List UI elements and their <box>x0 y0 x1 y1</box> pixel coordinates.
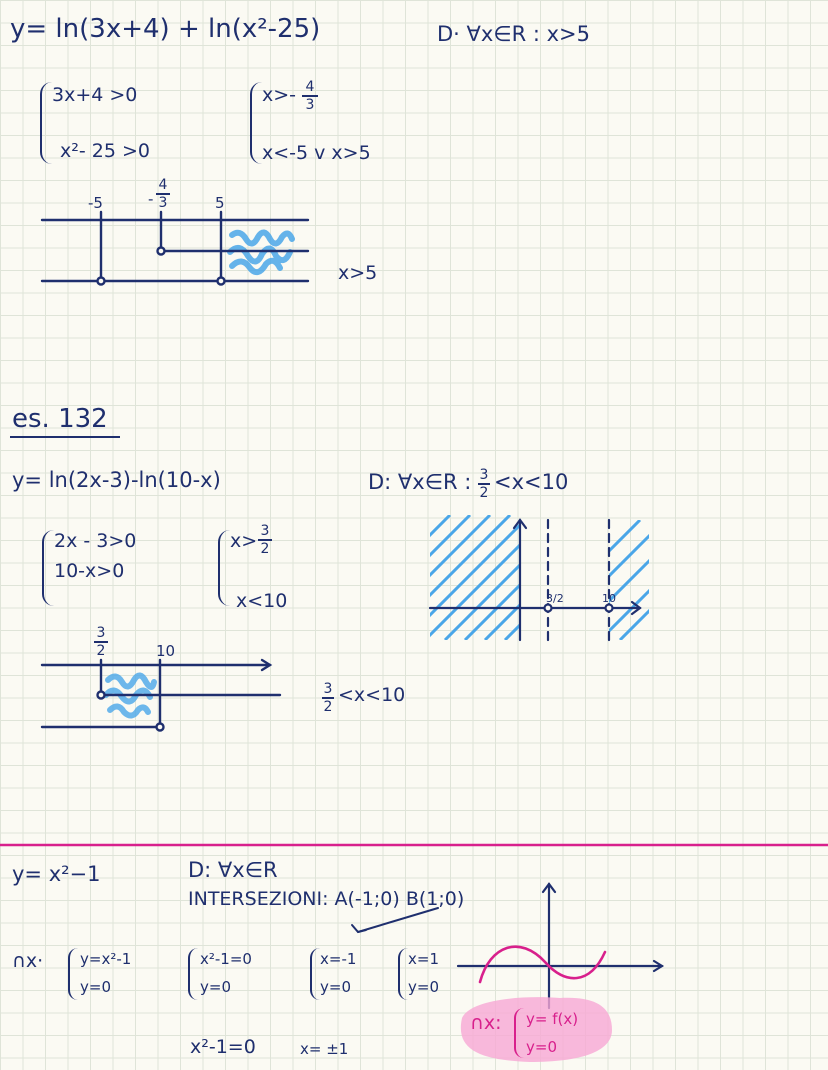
system-ex3c-line2: y=0 <box>320 978 351 996</box>
tick-label: -5 <box>88 194 103 212</box>
note-highlight <box>460 997 612 1062</box>
system-ex3c-line1: x=-1 <box>320 950 357 968</box>
system-brace <box>398 948 408 1000</box>
domain-ex2: D: ∀x∈R : <box>368 470 472 494</box>
function-ex2: y= ln(2x-3)-ln(10-x) <box>12 468 221 492</box>
system-ex1b-line2: x<-5 v x>5 <box>262 142 371 164</box>
system-ex1-line1: 3x+4 >0 <box>52 84 138 106</box>
solution-line: x= ±1 <box>300 1040 349 1058</box>
tick-label: 5 <box>215 194 225 212</box>
result-ex2: <x<10 <box>338 684 406 706</box>
system-brace <box>40 82 52 164</box>
function-ex1: y= ln(3x+4) + ln(x²-25) <box>10 14 321 44</box>
system-ex3b-line2: y=0 <box>200 978 231 996</box>
pointer-arrow <box>351 907 439 934</box>
note-line1: y= f(x) <box>526 1010 579 1028</box>
function-ex3: y= x²−1 <box>12 862 101 886</box>
system-ex2b-line2: x<10 <box>236 590 288 612</box>
system-ex3-line2: y=0 <box>80 978 111 996</box>
system-ex1b-line1: x>- <box>262 84 297 106</box>
graph-tick-label: 3/2 <box>546 592 564 605</box>
domain-ex2-range: <x<10 <box>494 470 569 494</box>
tick-label: - <box>148 190 154 208</box>
exercise-heading: es. 132 <box>12 404 108 434</box>
note-cap-label: ∩x: <box>470 1012 502 1034</box>
system-brace <box>218 530 230 606</box>
system-brace <box>68 948 78 1000</box>
system-brace <box>42 530 54 606</box>
domain-ex1: D· ∀x∈R : x>5 <box>437 22 591 46</box>
system-ex3b-line1: x²-1=0 <box>200 950 252 968</box>
system-ex1-line2: x²- 25 >0 <box>60 140 150 162</box>
number-line-ex1 <box>40 210 310 286</box>
system-ex3-line1: y=x²-1 <box>80 950 132 968</box>
domain-graph-ex2 <box>428 515 649 642</box>
system-ex2b-line1: x> <box>230 530 258 552</box>
domain-ex3: D: ∀x∈R <box>188 858 278 882</box>
intersections-line: INTERSEZIONI: A(-1;0) B(1;0) <box>188 888 465 910</box>
system-ex3d-line2: y=0 <box>408 978 439 996</box>
note-brace <box>514 1008 524 1058</box>
parabola-graph <box>456 882 665 1010</box>
note-line2: y=0 <box>526 1038 557 1056</box>
system-ex2-line1: 2x - 3>0 <box>54 530 137 552</box>
system-ex3d-line1: x=1 <box>408 950 439 968</box>
system-brace <box>310 948 320 1000</box>
result-ex1: x>5 <box>338 262 378 284</box>
number-line-ex2 <box>40 658 282 732</box>
system-brace <box>188 948 198 1000</box>
system-ex2-line2: 10-x>0 <box>54 560 125 582</box>
system-brace <box>250 82 262 164</box>
equation-line: x²-1=0 <box>190 1036 256 1058</box>
graph-tick-label: 10 <box>602 592 616 605</box>
tick-label: 10 <box>156 642 176 660</box>
cap-label: ∩x· <box>12 950 44 972</box>
